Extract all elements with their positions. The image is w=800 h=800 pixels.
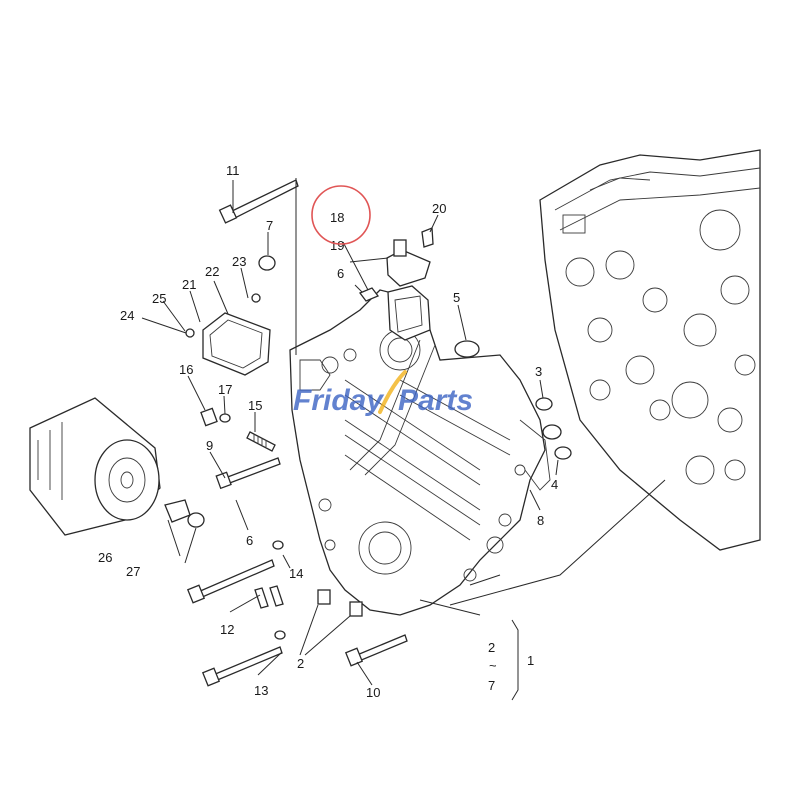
callout-18: 18 [330, 210, 344, 225]
dowel-pins [254, 540, 363, 640]
callout-14: 14 [289, 566, 303, 581]
callout-6-top: 6 [337, 266, 344, 281]
oil-filter [29, 397, 161, 536]
callout-8: 8 [537, 513, 544, 528]
callout-10: 10 [366, 685, 380, 700]
callout-13: 13 [254, 683, 268, 698]
bolt-9 [215, 457, 281, 490]
callout-12: 12 [220, 622, 234, 637]
o-rings [454, 340, 572, 491]
callout-6-left: 6 [246, 533, 253, 548]
callout-1: 1 [527, 653, 534, 668]
watermark: Friday Parts [293, 370, 473, 417]
leader-lines [141, 180, 666, 701]
callout-7-top: 7 [266, 218, 273, 233]
callout-27: 27 [126, 564, 140, 579]
engine-block [539, 149, 761, 551]
callout-2-bottom: 2 [297, 656, 304, 671]
callout-20: 20 [432, 201, 446, 216]
callout-4: 4 [551, 477, 558, 492]
callout-2-range: 2 [488, 640, 495, 655]
callout-5: 5 [453, 290, 460, 305]
fitting [164, 499, 205, 528]
watermark-brand-second: Parts [398, 384, 473, 417]
highlight-circle [311, 185, 371, 245]
gear-case-body [289, 289, 546, 616]
plug-spring-parts [200, 407, 276, 452]
callout-26: 26 [98, 550, 112, 565]
watermark-brand-main: Friday [293, 384, 384, 417]
range-tilde: ~ [489, 658, 497, 673]
callout-3: 3 [535, 364, 542, 379]
callout-24: 24 [120, 308, 134, 323]
callout-19: 19 [330, 238, 344, 253]
callout-23: 23 [232, 254, 246, 269]
bolt-12 [186, 559, 275, 604]
callout-17: 17 [218, 382, 232, 397]
callout-21: 21 [182, 277, 196, 292]
callout-9: 9 [206, 438, 213, 453]
outlet-housing [358, 227, 434, 341]
callout-labels: 11 7 23 22 21 25 24 16 17 15 9 6 14 12 2… [98, 163, 558, 700]
callout-16: 16 [179, 362, 193, 377]
callout-11: 11 [226, 163, 240, 178]
cover-plate [185, 255, 276, 376]
callout-15: 15 [248, 398, 262, 413]
callout-7-range: 7 [488, 678, 495, 693]
callout-25: 25 [152, 291, 166, 306]
callout-22: 22 [205, 264, 219, 279]
watermark-swoosh [378, 370, 407, 414]
bolt-10 [344, 634, 408, 667]
bolt-13 [201, 646, 283, 687]
bolt-11 [218, 178, 299, 355]
